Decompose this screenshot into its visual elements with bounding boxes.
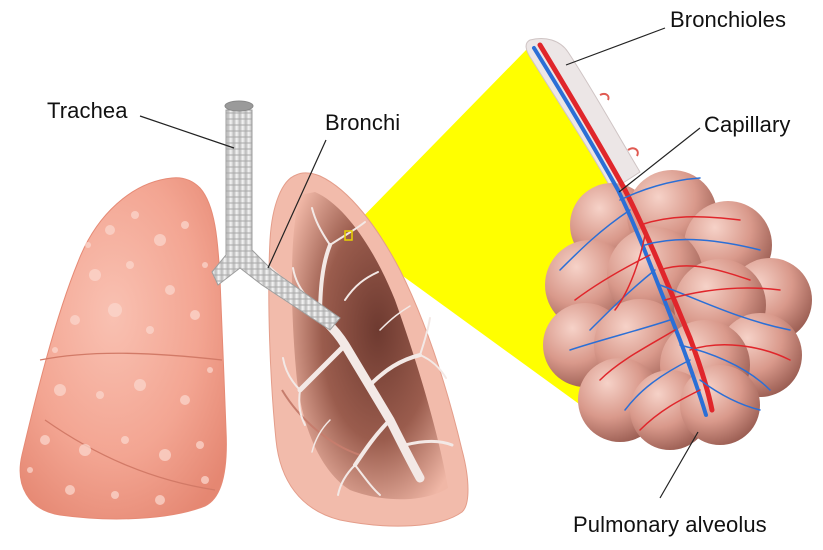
bronchioles-leader bbox=[566, 28, 665, 65]
label-pulmonary-alveolus: Pulmonary alveolus bbox=[573, 512, 767, 538]
label-bronchi: Bronchi bbox=[325, 110, 400, 136]
left-lung-icon bbox=[20, 178, 226, 519]
trachea-leader bbox=[140, 116, 234, 148]
label-capillary: Capillary bbox=[704, 112, 790, 138]
label-trachea: Trachea bbox=[47, 98, 128, 124]
label-bronchioles: Bronchioles bbox=[670, 7, 786, 33]
